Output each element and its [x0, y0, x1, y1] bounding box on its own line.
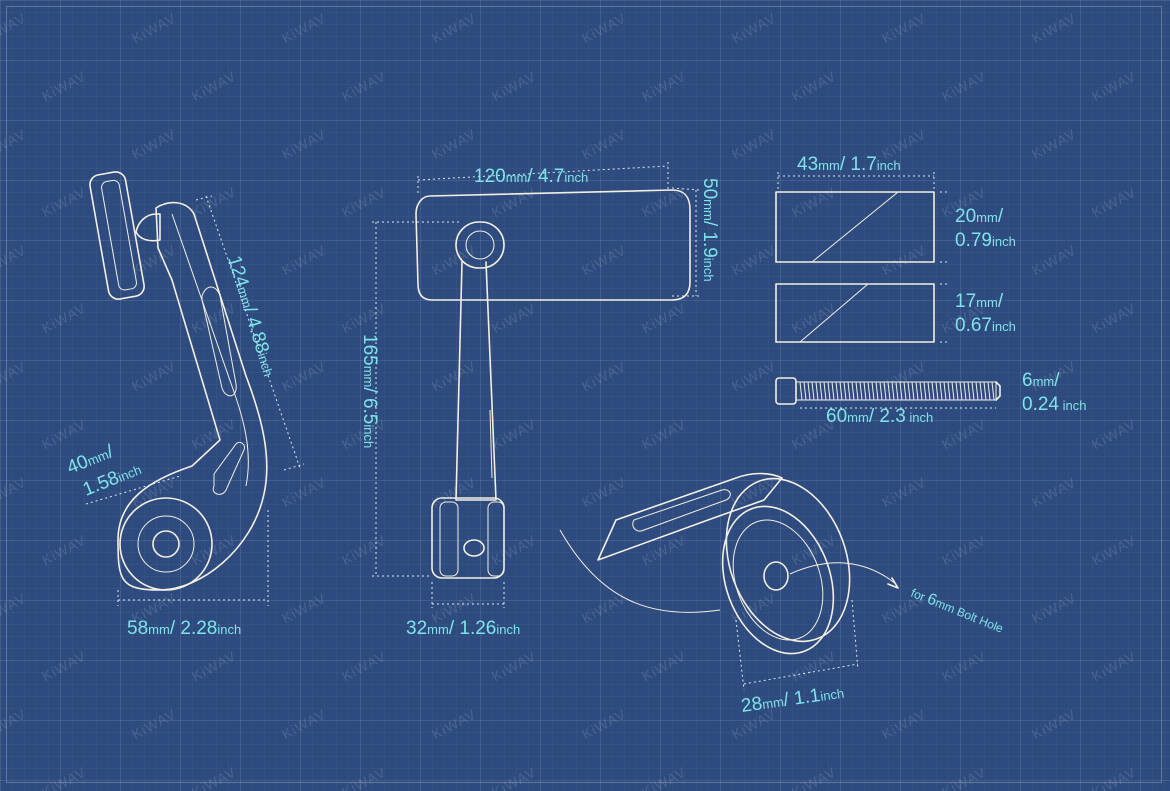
spacer-large: [775, 191, 935, 263]
front-clamp: [431, 497, 505, 579]
spacer-large-diagonal: [811, 191, 899, 263]
label-total-height: 165mm/ 6.5inch: [359, 334, 380, 448]
dim-line-base: [117, 510, 269, 606]
dim-line-total-height: [372, 221, 462, 577]
clamp-front-ring: [721, 505, 835, 655]
spacer-small-diagonal: [799, 283, 869, 343]
label-hole-diameter: 28mm/ 1.1inch: [740, 682, 846, 717]
label-spacer-width: 43mm/ 1.7inch: [797, 154, 901, 175]
side-arm-slot: [201, 286, 237, 397]
bolt-tip: [995, 381, 1001, 401]
label-spacer-small-mm: 17mm/: [955, 291, 1004, 312]
side-mirror-head: [89, 171, 145, 300]
front-bolt-hole: [463, 539, 485, 557]
clamp-arm-curve: [559, 529, 721, 613]
label-bolt-diameter-inch: 0.24 inch: [1022, 394, 1086, 415]
bolt-hole-pointer: [789, 562, 897, 585]
clamp-arm-slot: [632, 489, 731, 532]
dim-line-mirror-height: [671, 187, 701, 297]
front-knob-center: [465, 230, 495, 260]
bolt: [775, 377, 1001, 405]
clamp-arm-body: [597, 472, 783, 561]
dim-line-stem-width: [431, 582, 505, 608]
blueprint-frame: [6, 6, 1162, 783]
bolt-head: [775, 377, 797, 405]
side-arm-outline: [117, 201, 268, 591]
spacer-small: [775, 283, 935, 343]
dim-line-mirror-width: [417, 162, 669, 196]
clamp-detail-view: for 6mm Bolt Hole 28mm/ 1.1inch: [559, 472, 1007, 717]
label-mirror-width: 120mm/ 4.7inch: [474, 166, 588, 187]
side-clamp-ring: [137, 515, 195, 573]
front-clamp-right: [487, 501, 505, 577]
front-stem-knob: [455, 221, 505, 269]
dim-line-clamp: [85, 475, 181, 505]
side-clamp-outer: [119, 497, 213, 591]
clamp-inner-ring: [732, 519, 824, 641]
label-bolt-length: 60mm/ 2.3 inch: [826, 406, 933, 427]
label-base-width: 58mm/ 2.28inch: [127, 618, 241, 639]
dim-line-spacer-small: [940, 283, 950, 343]
label-spacer-large-mm: 20mm/: [955, 206, 1004, 227]
dim-tick-arm-bottom: [283, 463, 305, 471]
front-stem: [455, 261, 497, 501]
label-mirror-height: 50mm/ 1.9inch: [699, 178, 720, 282]
clamp-back-ring: [725, 477, 851, 643]
front-clamp-left: [439, 501, 459, 577]
front-mirror-head: [415, 189, 691, 301]
label-bolt-diameter-mm: 6mm/: [1022, 370, 1060, 391]
bolt-hole-arrowhead: [887, 577, 899, 589]
side-arm-lower-slot: [212, 441, 245, 495]
side-clamp-bolt: [152, 530, 180, 558]
dim-tick-arm-top: [195, 195, 213, 201]
label-stem-width: 32mm/ 1.26inch: [406, 618, 520, 639]
side-swivel-joint: [135, 213, 161, 242]
label-spacer-small-inch: 0.67inch: [955, 315, 1016, 336]
hardware-parts: 43mm/ 1.7inch 20mm/ 0.79inch 17mm/ 0.67i…: [775, 154, 1086, 427]
dim-line-hole-diameter: [735, 599, 859, 691]
dim-line-spacer-width: [777, 172, 935, 190]
bolt-threads: [799, 381, 995, 401]
front-view: 120mm/ 4.7inch 50mm/ 1.9inch 165mm/ 6.5i…: [359, 162, 720, 639]
clamp-bolt-hole: [763, 561, 789, 591]
label-bolt-hole-note: for 6mm Bolt Hole: [909, 584, 1007, 637]
front-stem-edge: [489, 409, 493, 479]
side-view: 124mm/ 4.88inch 40mm/ 1.58inch 58mm/ 2.2…: [64, 171, 305, 639]
dim-line-spacer-large: [940, 191, 950, 263]
label-spacer-large-inch: 0.79inch: [955, 230, 1016, 251]
